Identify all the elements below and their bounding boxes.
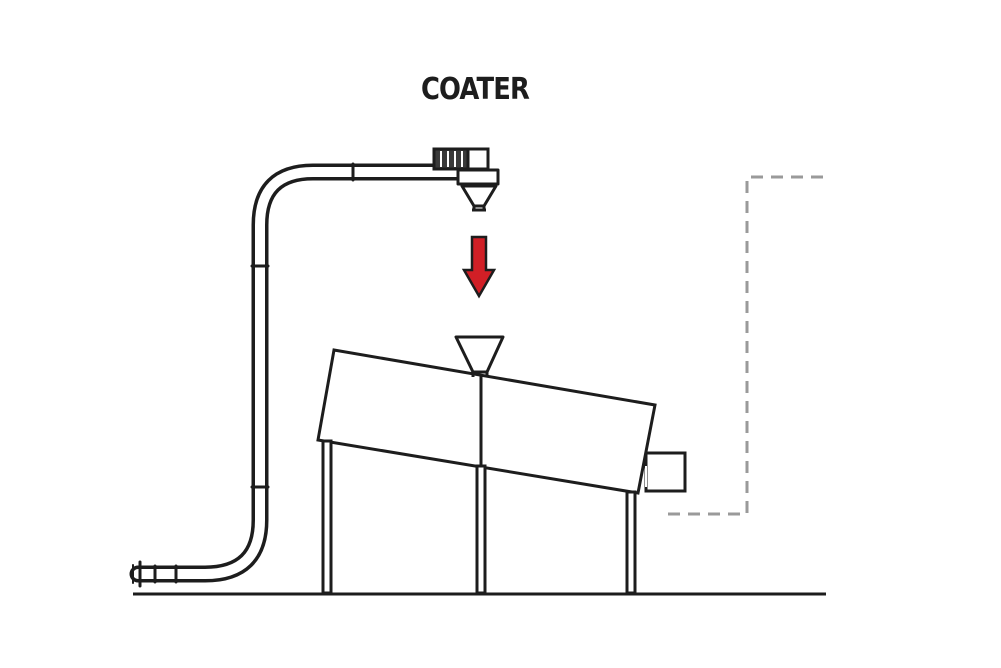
drive-motor xyxy=(432,147,490,171)
tubular-drag-conveyor xyxy=(129,162,471,588)
discharge-hopper xyxy=(456,168,500,212)
diagram-title: COATER xyxy=(420,72,530,107)
coater-drum xyxy=(316,348,657,495)
outlet-box xyxy=(644,451,687,493)
inlet-hopper xyxy=(454,335,505,377)
dashed-return-path xyxy=(668,175,826,516)
flow-arrow xyxy=(461,235,497,299)
